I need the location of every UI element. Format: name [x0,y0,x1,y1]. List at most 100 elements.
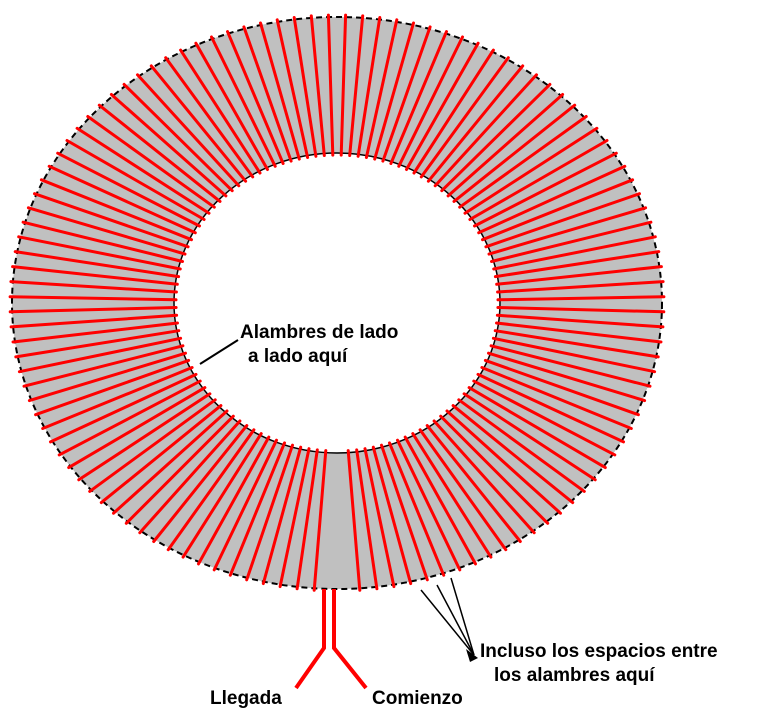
winding-wire-63 [364,18,399,159]
winding-wire-106 [439,414,550,525]
winding-wire-110 [411,432,493,559]
winding-wire-83 [487,206,648,256]
winding-wire-11 [152,424,249,543]
winding-wire-79 [473,151,618,228]
winding-wire-111 [403,435,477,566]
winding-wire-19 [57,379,202,457]
winding-wire-60 [339,13,348,157]
winding-wire-108 [425,424,522,543]
winding-wire-62 [356,16,382,158]
winding-wire-90 [496,306,666,314]
winding-wire-64 [373,21,415,161]
winding-wire-114 [380,443,429,582]
winding-wire-81 [481,178,635,242]
winding-wire-92 [495,321,663,344]
outer-pointer-arrowhead [466,649,478,662]
winding-wire-65 [381,25,432,163]
winding-wire-109 [418,428,508,552]
winding-wires [8,13,666,592]
winding-wire-104 [451,404,575,505]
winding-wire-35 [21,220,184,263]
winding-wire-30 [8,295,178,302]
winding-wire-102 [462,392,597,482]
winding-wire-100 [472,379,617,457]
winding-wire-74 [446,93,565,198]
winding-wire-96 [487,351,647,403]
winding-wire-85 [492,235,657,271]
winding-wire-59 [326,13,335,157]
arrival-label: Llegada [210,688,282,708]
winding-wire-13 [124,414,235,525]
winding-wire-39 [47,164,197,235]
start-lead-wire [332,589,368,690]
outer-pointer-1 [420,589,475,656]
inner-label-pointer [199,339,239,365]
winding-wire-27 [11,321,179,344]
winding-wire-93 [493,329,660,359]
winding-wire-55 [259,21,301,161]
winding-wire-112 [396,438,462,572]
start-label: Comienzo [372,688,463,708]
winding-wire-45 [109,93,228,198]
winding-wire-88 [496,280,665,294]
winding-wire-49 [164,56,255,179]
winding-wire-95 [489,344,652,388]
spaces-label-line1: Incluso los espacios entre [480,641,718,662]
winding-wire-46 [122,82,234,193]
winding-wire-29 [8,306,178,314]
side-by-side-label-line1: Alambres de lado [240,322,398,343]
winding-wire-25 [17,336,183,374]
winding-wire-33 [13,250,181,279]
outer-label-pointers [420,577,478,662]
winding-wire-69 [412,48,495,175]
winding-wire-16 [88,398,217,493]
toroid-inner-edge [173,152,501,454]
winding-wire-4 [261,445,303,586]
winding-wire-28 [9,313,179,329]
winding-wire-22 [34,358,191,417]
winding-wire-57 [292,16,318,158]
winding-wire-14 [112,409,229,515]
winding-wire-43 [86,115,216,209]
winding-wire-41 [65,139,206,221]
winding-wire-20 [49,372,198,444]
winding-wire-115 [371,445,413,586]
winding-wire-47 [136,73,241,188]
spaces-label-line2: los alambres aquí [494,665,655,686]
winding-wire-97 [483,358,640,417]
winding-wire-56 [275,18,310,159]
winding-wire-82 [484,192,641,249]
winding-wire-67 [397,35,464,168]
winding-wire-21 [41,366,194,430]
winding-wire-87 [495,265,663,286]
winding-wire-17 [77,392,212,482]
winding-wire-68 [405,41,480,171]
winding-wire-50 [179,48,262,175]
winding-wire-105 [445,409,562,515]
winding-wire-66 [389,30,448,165]
winding-wire-80 [477,164,627,235]
winding-wire-1 [312,449,328,592]
outer-pointer-3 [450,577,475,656]
winding-wire-54 [242,25,293,163]
winding-wire-75 [452,103,577,203]
winding-wire-37 [33,192,190,249]
winding-wire-103 [457,398,586,493]
winding-wire-2 [295,448,319,591]
winding-wire-73 [440,82,552,193]
winding-wire-48 [149,64,248,183]
winding-wire-101 [467,386,607,470]
winding-wire-31 [9,280,178,294]
winding-wire-6 [228,441,286,577]
winding-wire-99 [476,372,625,444]
winding-wire-89 [496,295,666,302]
winding-wire-34 [17,235,182,271]
toroid-outer-edge [11,16,663,590]
winding-wire-116 [363,447,396,589]
winding-wire-51 [194,41,269,171]
winding-wire-40 [56,151,201,228]
outer-pointer-2 [436,584,475,656]
winding-wire-12 [138,419,242,535]
side-by-side-label-line2: a lado aquí [248,346,348,367]
